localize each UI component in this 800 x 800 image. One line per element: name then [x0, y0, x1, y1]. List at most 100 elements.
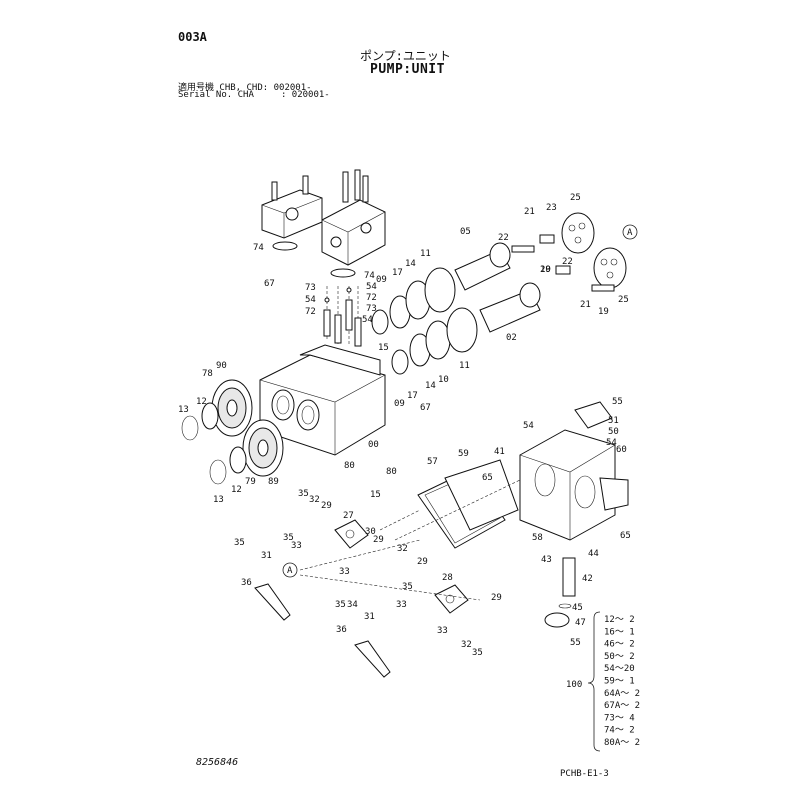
valve-47 [544, 612, 570, 628]
part-callout-50: 50 [608, 427, 619, 437]
snap-ring-13b [209, 459, 227, 485]
part-callout-36: 36 [241, 578, 252, 588]
part-callout-33: 33 [339, 567, 350, 577]
part-callout-35: 35 [402, 582, 413, 592]
parts-summary-item: 80A～ 2 [604, 738, 640, 748]
part-callout-00: 00 [368, 440, 379, 450]
part-callout-42: 42 [582, 574, 593, 584]
ref-a-circle-1 [622, 224, 638, 240]
document-number: 8256846 [196, 757, 239, 768]
pump-housing [259, 344, 386, 456]
part-callout-33: 33 [437, 626, 448, 636]
page-code: 003A [178, 30, 207, 44]
valve-plate-25a [561, 212, 595, 254]
parts-summary-item: 54～20 [604, 664, 635, 674]
part-callout-28: 28 [442, 573, 453, 583]
rotating-group-upper [371, 242, 511, 335]
snap-ring-13a [181, 415, 199, 441]
parts-summary-item: 64A～ 2 [604, 689, 640, 699]
part-callout-14: 14 [425, 381, 436, 391]
part-callout-59: 59 [458, 449, 469, 459]
ref-a-label-2: A [287, 566, 293, 576]
part-callout-36: 36 [336, 625, 347, 635]
serial-line-2: Serial No. CHA : 020001- [178, 90, 330, 100]
part-callout-74: 74 [253, 243, 264, 253]
part-callout-29: 29 [373, 535, 384, 545]
part-callout-27: 27 [343, 511, 354, 521]
parts-summary-group-id: 100 [566, 680, 582, 690]
part-callout-13: 13 [213, 495, 224, 505]
part-callout-79: 79 [245, 477, 256, 487]
part-callout-29: 29 [321, 501, 332, 511]
part-callout-80: 80 [386, 467, 397, 477]
part-callout-55: 55 [612, 397, 623, 407]
part-callout-74: 74 [364, 271, 375, 281]
ref-a-label-1: A [627, 228, 633, 238]
part-callout-29: 29 [417, 557, 428, 567]
part-callout-35: 35 [472, 648, 483, 658]
parts-summary-item: 50～ 2 [604, 652, 635, 662]
part-callout-22: 22 [562, 257, 573, 267]
parts-summary-item: 74～ 2 [604, 726, 635, 736]
pin-19 [591, 284, 615, 292]
part-callout-20: 20 [540, 265, 551, 275]
title-japanese: ポンプ:ユニット [360, 49, 451, 63]
part-callout-58: 58 [532, 533, 543, 543]
part-callout-21: 21 [524, 207, 535, 217]
part-callout-25: 25 [618, 295, 629, 305]
parts-summary-item: 67A～ 2 [604, 701, 640, 711]
part-callout-80: 80 [344, 461, 355, 471]
cover-plate-51 [574, 401, 613, 429]
part-callout-72: 72 [366, 293, 377, 303]
part-callout-31: 31 [261, 551, 272, 561]
part-callout-17: 17 [407, 391, 418, 401]
part-callout-33: 33 [291, 541, 302, 551]
part-callout-51: 51 [608, 416, 619, 426]
part-callout-45: 45 [572, 603, 583, 613]
ref-a-circle-2 [282, 562, 298, 578]
part-callout-17: 17 [392, 268, 403, 278]
part-callout-54: 54 [305, 295, 316, 305]
part-callout-22: 22 [498, 233, 509, 243]
part-callout-09: 09 [376, 275, 387, 285]
part-callout-25: 25 [570, 193, 581, 203]
part-callout-15: 15 [370, 490, 381, 500]
lever-36b [354, 640, 391, 678]
parts-summary-item: 73～ 4 [604, 713, 635, 723]
part-callout-11: 11 [459, 361, 470, 371]
part-callout-30: 30 [365, 527, 376, 537]
part-callout-89: 89 [268, 477, 279, 487]
part-callout-54: 54 [362, 315, 373, 325]
o-ring-74a [272, 241, 298, 251]
part-callout-60: 60 [616, 445, 627, 455]
part-callout-13: 13 [178, 405, 189, 415]
sheet-code: PCHB-E1-3 [560, 769, 609, 779]
part-callout-54: 54 [606, 438, 617, 448]
part-callout-44: 44 [588, 549, 599, 559]
part-callout-10: 10 [438, 375, 449, 385]
part-callout-73: 73 [366, 304, 377, 314]
cylinder-42 [562, 557, 576, 597]
part-callout-05: 05 [460, 227, 471, 237]
gear-90 [211, 379, 253, 437]
valve-body-28 [434, 584, 469, 614]
valve-plate-25b [593, 247, 627, 289]
rear-cover-housing [519, 429, 629, 541]
part-callout-15: 15 [378, 343, 389, 353]
lever-36a [254, 583, 291, 621]
part-callout-35: 35 [335, 600, 346, 610]
part-callout-19: 19 [598, 307, 609, 317]
valve-block-upper [261, 175, 323, 239]
rotating-group-lower [391, 282, 541, 375]
pin-20 [511, 245, 535, 253]
part-callout-54: 54 [366, 282, 377, 292]
part-callout-29: 29 [491, 593, 502, 603]
bolt-column-left [323, 286, 362, 347]
part-callout-67: 67 [420, 403, 431, 413]
part-callout-09: 09 [394, 399, 405, 409]
o-ring-74b [330, 268, 356, 278]
part-callout-47: 47 [575, 618, 586, 628]
